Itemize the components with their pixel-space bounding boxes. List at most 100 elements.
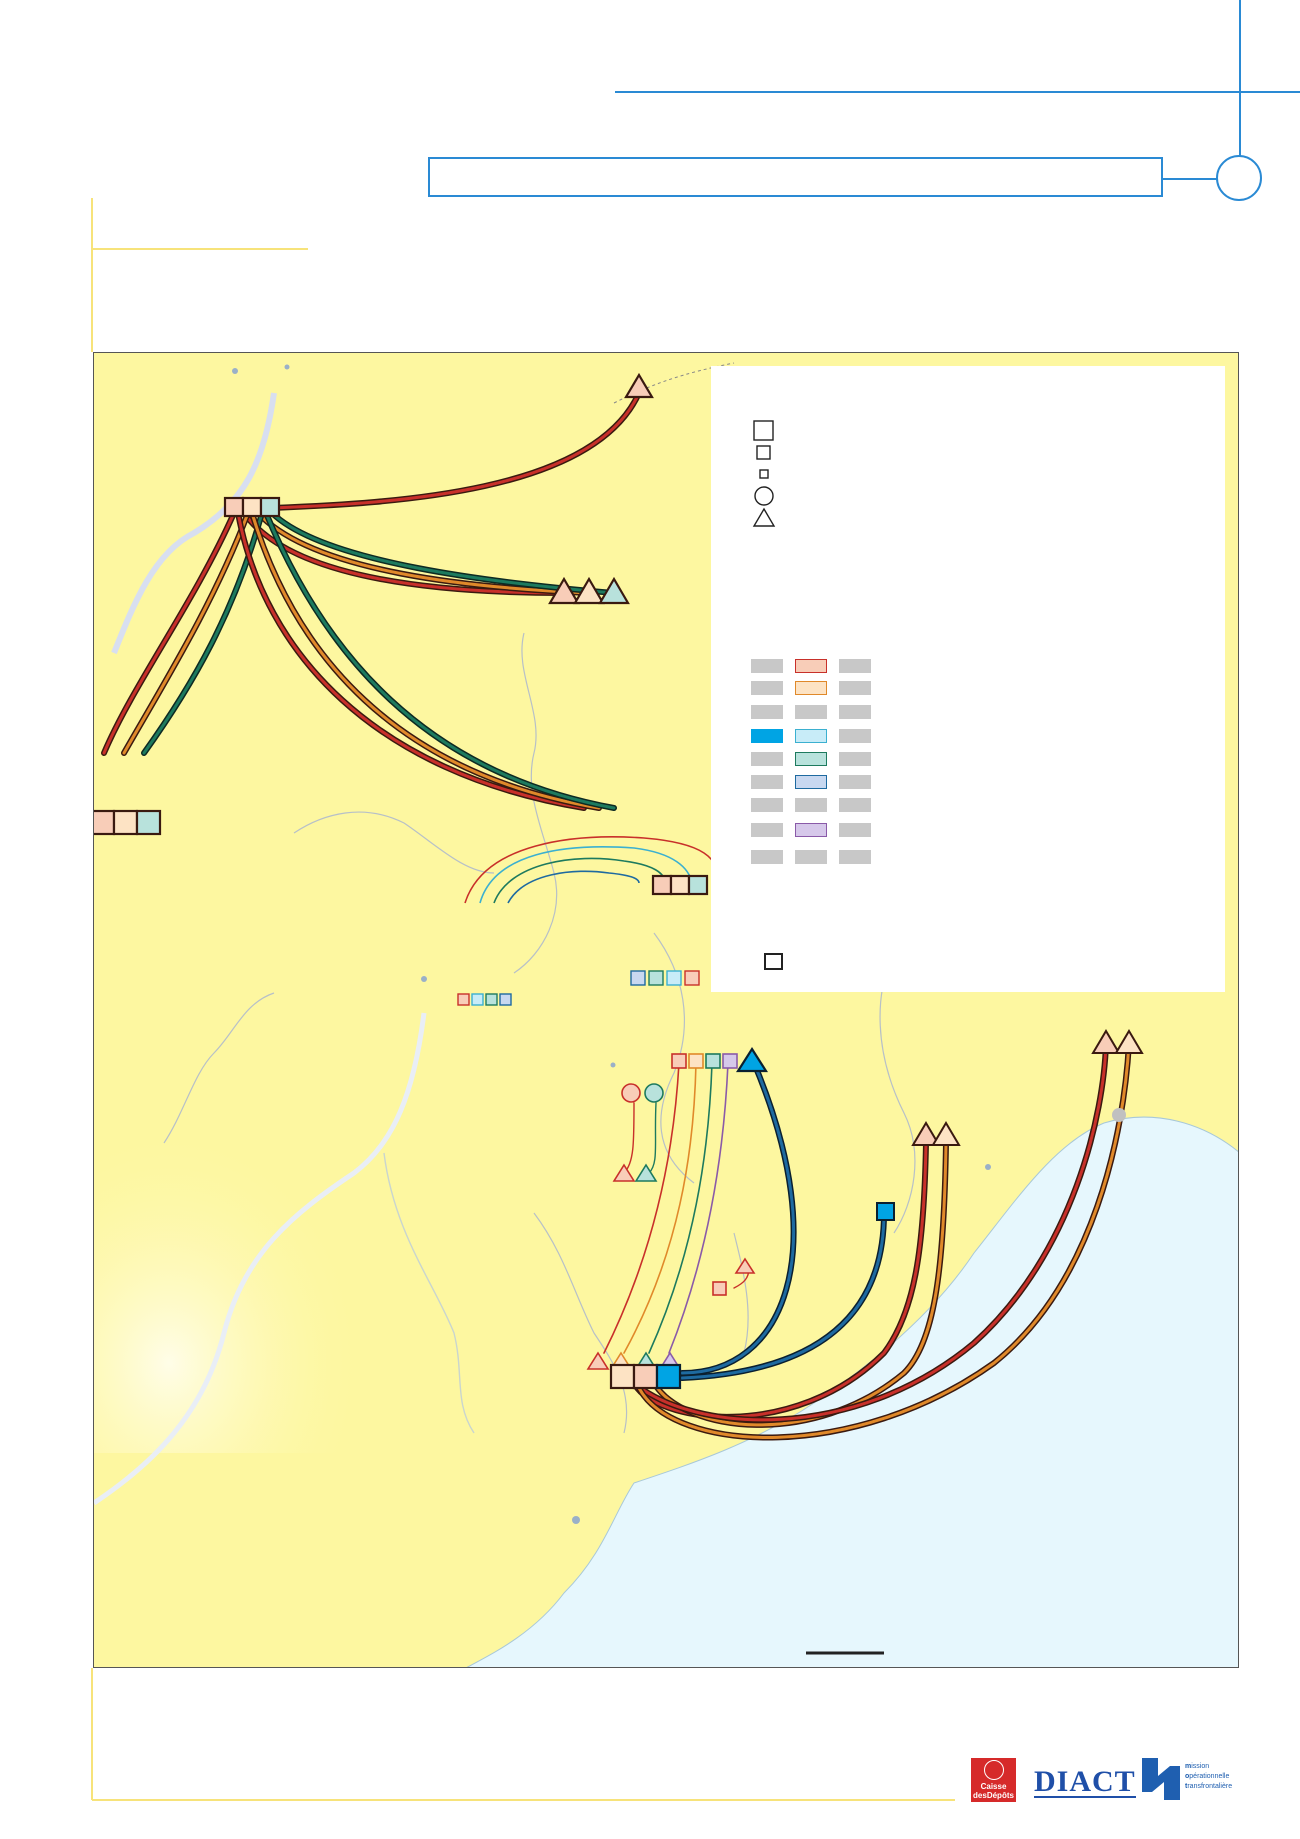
large-square-icon [753, 420, 774, 441]
thin-line-red [603, 1062, 680, 1354]
legend-swatch-gray [839, 705, 871, 719]
circle-pink [621, 1083, 641, 1103]
title-box [428, 157, 1163, 197]
medium-square-teal [259, 496, 281, 518]
flow-line-blue [680, 1061, 796, 1375]
legend-swatch-peach [795, 681, 827, 695]
arc-blue [507, 870, 640, 904]
caisse-logo-text: Caisse [980, 1782, 1007, 1791]
medium-square-pink [651, 874, 673, 896]
flow-line-red [632, 1041, 1108, 1422]
caisse-logo-text-2: desDépôts [973, 1791, 1014, 1800]
legend-swatch-periwinkle [795, 775, 827, 789]
large-square-blue [655, 1363, 682, 1390]
small-square-periwinkle [499, 993, 512, 1006]
towns [232, 364, 1126, 1524]
legend-swatch-gray [751, 850, 783, 864]
flow-line-orange [637, 1041, 1131, 1440]
mot-text-3: ransfrontalière [1187, 1783, 1233, 1790]
legend-swatch-gray [751, 659, 783, 673]
arc-green [493, 857, 667, 904]
flow-line-orange [250, 511, 601, 810]
legend-panel [711, 366, 1225, 992]
legend-swatch-gray [751, 705, 783, 719]
medium-square-teal [687, 874, 709, 896]
town-dot [610, 1062, 616, 1068]
legend-swatch-gray [795, 850, 827, 864]
small-square-icon [759, 469, 769, 479]
legend-swatch-gray [795, 705, 827, 719]
mot-text-2: pérationnelle [1189, 1773, 1230, 1780]
border-line [293, 811, 495, 874]
land-highlight [94, 853, 594, 1453]
mid-symbols [457, 970, 700, 1006]
legend-swatch-gray [839, 729, 871, 743]
medium-square-pink [223, 496, 245, 518]
legend-swatch-gray [839, 681, 871, 695]
small-square-pink [712, 1281, 727, 1296]
legend-swatch-gray [751, 823, 783, 837]
legend-swatch-gray [839, 659, 871, 673]
thin-line-green [648, 1102, 657, 1174]
triangle-blue [735, 1046, 769, 1073]
triangle-pink [548, 576, 580, 605]
mot-logo-mark [1140, 1756, 1182, 1802]
small-square-teal [705, 1053, 721, 1069]
triangle-pink [612, 1163, 636, 1182]
triangle-pink [586, 1351, 610, 1370]
legend-swatch-lightblue [795, 729, 827, 743]
frame-circle [1216, 155, 1262, 201]
caisse-depots-logo: Caisse desDépôts [971, 1758, 1016, 1802]
triangle-peach [931, 1121, 961, 1146]
medium-square-peach [669, 874, 691, 896]
legend-swatch-gray [839, 798, 871, 812]
town-dot [421, 976, 427, 982]
small-square-pink [684, 970, 700, 986]
triangle-icon [752, 507, 776, 527]
legend-swatch-gray [751, 775, 783, 789]
river [94, 1012, 427, 1506]
triangle-peach [573, 576, 605, 605]
medium-square-blue [876, 1202, 895, 1221]
flow-line-orange [256, 511, 591, 595]
large-square-peach [112, 809, 139, 836]
flow-line-green [142, 511, 264, 755]
large-square-peach [609, 1363, 636, 1390]
thin-line-orange [623, 1062, 697, 1354]
map-frame [93, 352, 1239, 1668]
mot-text-1: ission [1191, 1763, 1210, 1770]
diact-logo: DIACT [1034, 1765, 1136, 1798]
circle-teal [644, 1083, 664, 1103]
medium-square-peach [241, 496, 263, 518]
legend-swatch-gray [839, 823, 871, 837]
outline-square-icon [764, 953, 783, 970]
small-square-pink [671, 1053, 687, 1069]
flow-line-blue [680, 1211, 886, 1380]
triangle-pink [1091, 1029, 1121, 1054]
triangle-pink [624, 372, 654, 399]
mot-emblem-icon [1142, 1758, 1180, 1800]
flow-line-red [102, 511, 236, 755]
large-square-pink [94, 809, 116, 836]
town-dot [232, 368, 238, 374]
triangle-peach [1114, 1029, 1144, 1054]
circle-icon [754, 486, 774, 506]
large-square-teal [135, 809, 162, 836]
legend-swatch-gray [751, 752, 783, 766]
border-line [533, 1212, 628, 1434]
border-line [383, 1152, 475, 1434]
river [111, 392, 277, 655]
south-flow-lines [603, 1040, 1132, 1441]
north-flow-lines [101, 390, 642, 811]
legend-swatch-gray [751, 681, 783, 695]
arc-cyan [479, 846, 693, 904]
border-line [513, 632, 558, 974]
border-line [163, 992, 275, 1144]
large-square-pink [632, 1363, 659, 1390]
flow-line-red [236, 511, 586, 810]
legend-swatch-gray [751, 798, 783, 812]
small-square-lightblue [666, 970, 682, 986]
triangle-pink [911, 1121, 941, 1146]
triangle-teal [598, 576, 630, 605]
